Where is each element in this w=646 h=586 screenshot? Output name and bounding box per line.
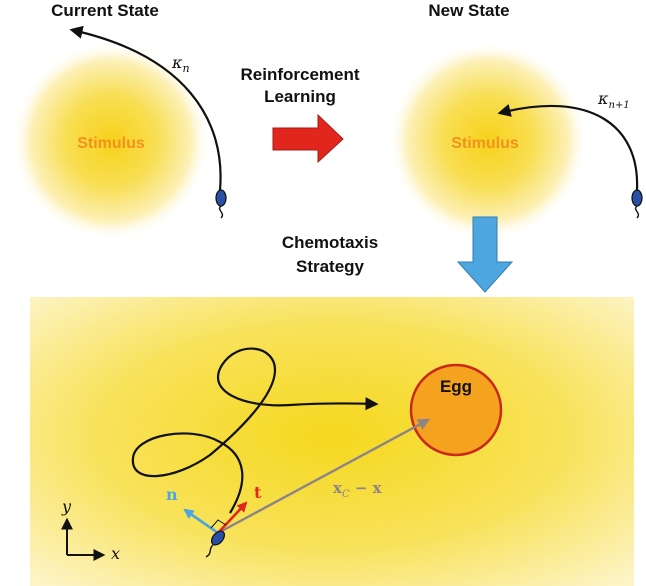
xc-x: x: [333, 479, 342, 497]
xc-minus-x: − x: [349, 479, 382, 497]
rl-line2: Learning: [264, 87, 336, 106]
reinforcement-arrow-icon: [272, 113, 344, 164]
right-angle-marker: [210, 519, 227, 529]
sperm-right-icon: [631, 189, 643, 219]
rl-line1: Reinforcement: [240, 65, 360, 84]
kappa-sub-left: n: [182, 62, 190, 76]
chemotaxis-line1: Chemotaxis: [281, 233, 379, 252]
new-state-title: New State: [428, 1, 510, 20]
t-label: t: [254, 483, 262, 502]
chemotaxis-strategy-label: Chemotaxis Strategy: [270, 231, 390, 279]
n-label: n: [166, 485, 178, 504]
stimulus-glow-right: [388, 41, 588, 241]
kappa-sub-right: n+1: [608, 100, 630, 112]
normal-vector-n: [183, 508, 219, 535]
down-arrow-icon: [456, 216, 514, 293]
sperm-bottom-icon: [205, 530, 226, 558]
sperm-trajectory-loop: [131, 347, 379, 514]
tangent-vector-t: [217, 501, 248, 534]
kappa-symbol-left: κ: [172, 53, 183, 72]
stimulus-glow-left: [11, 41, 211, 241]
current-state-title: Current State: [51, 1, 159, 20]
axis-y-label: y: [62, 497, 72, 516]
concentration-field: [30, 297, 634, 586]
axis-x-label: x: [111, 544, 121, 563]
sperm-left-icon: [215, 189, 227, 219]
reinforcement-learning-label: Reinforcement Learning: [215, 64, 385, 108]
stimulus-right-label: Stimulus: [451, 135, 519, 152]
egg-icon: [409, 363, 503, 457]
egg-label: Egg: [439, 377, 473, 396]
vector-xc-minus-x: [217, 418, 431, 535]
chemotaxis-line2: Strategy: [295, 257, 365, 276]
kappa-n-label: κn: [172, 52, 190, 79]
kappa-n1-label: κn+1: [598, 88, 630, 116]
sperm-path-right: [497, 103, 639, 191]
stimulus-left-label: Stimulus: [77, 135, 145, 152]
xc-sub: C: [341, 489, 350, 500]
kappa-symbol-right: κ: [598, 89, 609, 108]
sperm-path-left: [69, 25, 222, 191]
vector-label: xC − x: [333, 478, 382, 505]
